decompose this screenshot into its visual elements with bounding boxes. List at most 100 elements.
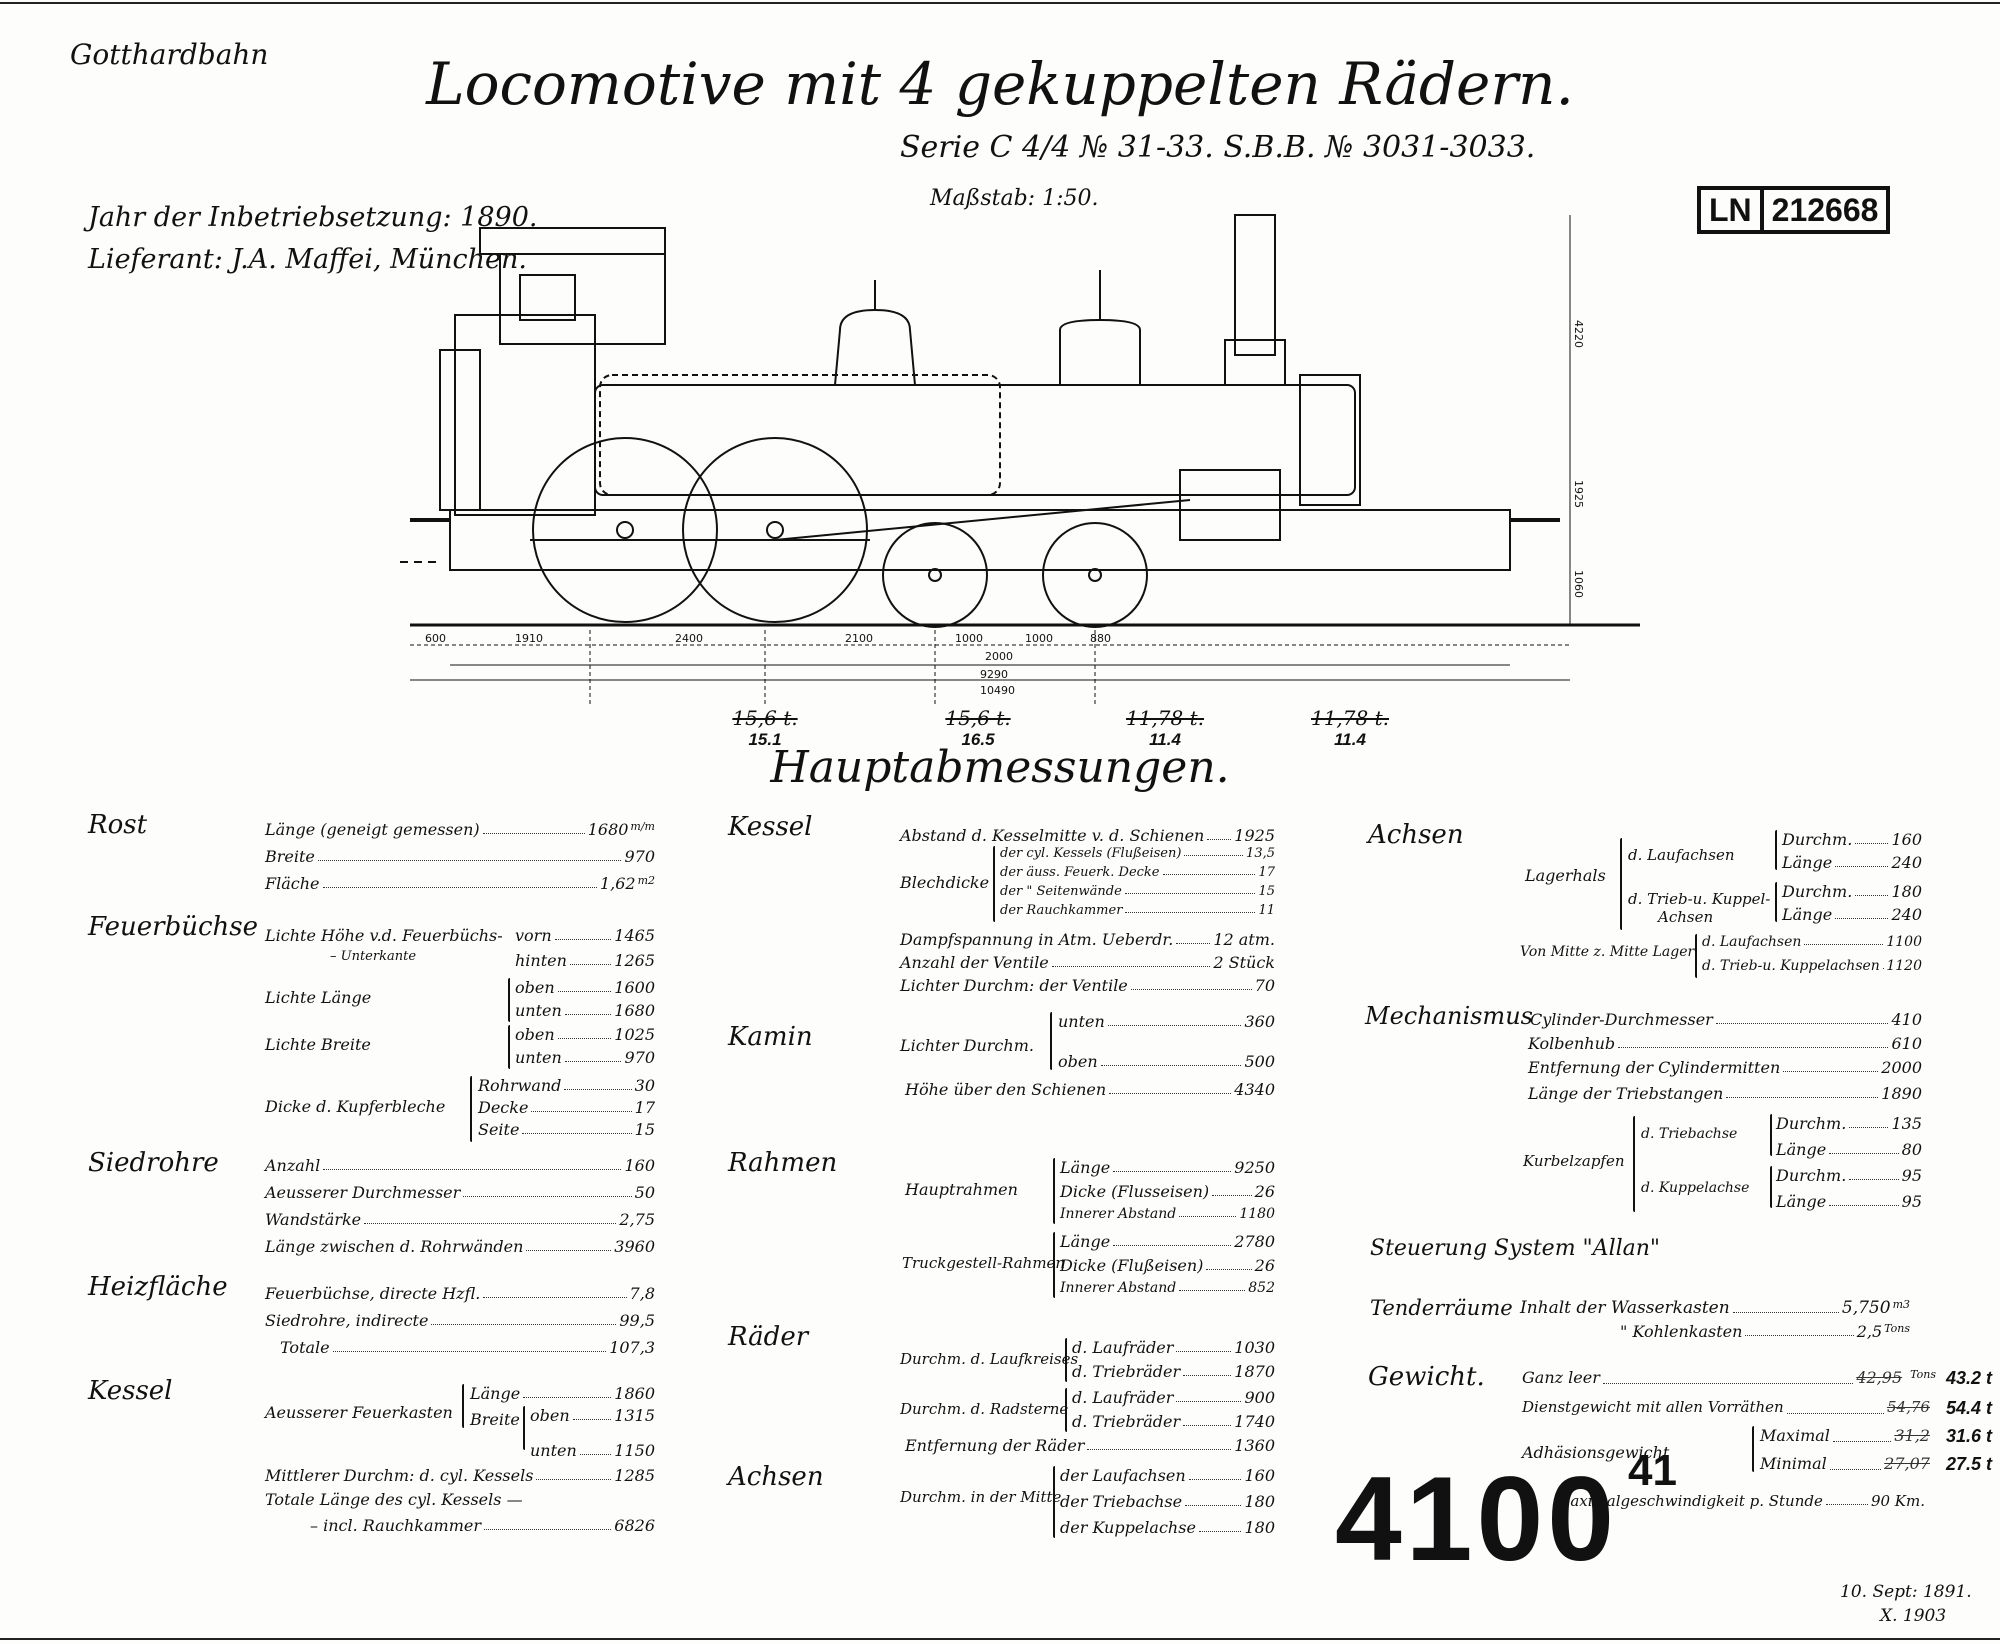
- spec-label: hinten: [515, 951, 567, 970]
- spec-value: 160: [1244, 1466, 1275, 1485]
- section-rost: Rost: [88, 810, 148, 840]
- leader-dots: [1849, 1114, 1889, 1128]
- spec-label: Länge: [1782, 853, 1833, 872]
- spec-value: 2780: [1234, 1232, 1275, 1251]
- spec-label: unten: [515, 1048, 562, 1067]
- spec-label: Länge: [1782, 905, 1833, 924]
- section-rahmen: Rahmen: [728, 1148, 838, 1178]
- spec-value: 42,95: [1856, 1368, 1903, 1387]
- leader-dots: [526, 1237, 612, 1251]
- spec-label: Anzahl: [265, 1156, 321, 1175]
- plate-sub-number: 41: [1628, 1446, 1677, 1495]
- leader-dots: [1829, 1454, 1882, 1470]
- brace: [993, 846, 995, 922]
- connecting-rod: [774, 499, 1191, 541]
- spec-label: Länge: [1776, 1192, 1827, 1211]
- spec-label: Rohrwand: [478, 1076, 562, 1095]
- leader-dots: [1176, 930, 1211, 944]
- spec-label: Durchm.: [1782, 882, 1853, 901]
- leader-dots: [579, 1441, 612, 1455]
- spec-label: oben: [530, 1406, 570, 1425]
- leader-dots: [1786, 1398, 1885, 1414]
- spec-value: 180: [1244, 1518, 1275, 1537]
- leader-dots: [1783, 1058, 1879, 1072]
- date-stamp-1: 10. Sept: 1891.: [1840, 1582, 1972, 1602]
- leader-dots: [482, 820, 585, 834]
- spec-value: 50: [634, 1183, 655, 1202]
- spec-label: Breite: [265, 847, 315, 866]
- leader-dots: [1207, 826, 1232, 840]
- leader-dots: [332, 1338, 607, 1352]
- leader-dots: [1188, 1466, 1242, 1480]
- leader-dots: [1825, 1492, 1868, 1505]
- spec-value: 1890: [1881, 1084, 1922, 1103]
- leader-dots: [536, 1466, 612, 1480]
- spec-row: Dicke (Flußeisen)26: [1060, 1256, 1275, 1275]
- spec-value: 1030: [1234, 1338, 1275, 1357]
- spec-label: d. Laufräder: [1072, 1388, 1174, 1407]
- spec-label: Länge der Triebstangen: [1528, 1084, 1724, 1103]
- spec-label: Decke: [478, 1098, 529, 1117]
- brace: [1752, 1426, 1754, 1472]
- dim-label: 600: [425, 632, 446, 645]
- dim-label: 880: [1090, 632, 1111, 645]
- spec-value: 1025: [614, 1025, 655, 1044]
- spec-value: 12 atm.: [1213, 930, 1275, 949]
- spec-label: oben: [1058, 1052, 1098, 1071]
- dim-label: 9290: [980, 668, 1008, 681]
- spec-value: 240: [1891, 853, 1922, 872]
- spec-label: Totale: [280, 1338, 330, 1357]
- brace: [523, 1406, 525, 1450]
- leader-dots: [1113, 1232, 1232, 1246]
- spec-unit: m/m: [630, 820, 655, 833]
- leader-dots: [1855, 830, 1889, 844]
- spec-label: Maximalgeschwindigkeit p. Stunde: [1555, 1492, 1823, 1510]
- leader-dots: [564, 1048, 622, 1062]
- leader-dots: [1184, 846, 1244, 856]
- spec-label: Inhalt der Wasserkasten: [1520, 1298, 1730, 1318]
- spec-label: d. Laufräder: [1072, 1338, 1174, 1357]
- plate-thickness-label: Blechdicke: [900, 873, 990, 892]
- spec-label: Feuerbüchse, directe Hzfl.: [265, 1284, 481, 1303]
- spec-label: " Kohlenkasten: [1620, 1322, 1743, 1341]
- driving-wheel-1: [532, 437, 718, 623]
- axle-load-1: 15,6 t.15.1: [732, 706, 798, 749]
- spec-label: der Rauchkammer: [1000, 903, 1123, 918]
- leader-dots: [323, 1156, 622, 1170]
- section-kamin: Kamin: [728, 1022, 813, 1052]
- spec-value: 1465: [614, 926, 655, 945]
- leader-dots: [1835, 905, 1889, 919]
- spec-label: Aeusserer Durchmesser: [265, 1183, 461, 1202]
- dim-label: 2400: [675, 632, 703, 645]
- leader-dots: [557, 1025, 612, 1039]
- spec-row: d. Laufräder 1030: [1072, 1338, 1275, 1357]
- crank-driving-label: d. Triebachse: [1641, 1126, 1738, 1142]
- outer-firebox-label: Aeusserer Feuerkasten: [265, 1403, 453, 1422]
- main-dimensions-heading: Hauptabmessungen.: [770, 742, 1230, 793]
- spec-value: 240: [1891, 905, 1922, 924]
- dim-label: 1925: [1572, 480, 1585, 508]
- leader-dots: [463, 1183, 632, 1197]
- bottom-edge-line: [0, 1638, 2000, 1640]
- leader-dots: [531, 1098, 632, 1112]
- leader-dots: [1185, 1492, 1242, 1506]
- leader-dots: [1849, 1166, 1899, 1180]
- spec-value: 4340: [1234, 1080, 1275, 1099]
- axle-load-4: 11,78 t.11.4: [1310, 706, 1389, 749]
- spec-value: 410: [1891, 1010, 1922, 1029]
